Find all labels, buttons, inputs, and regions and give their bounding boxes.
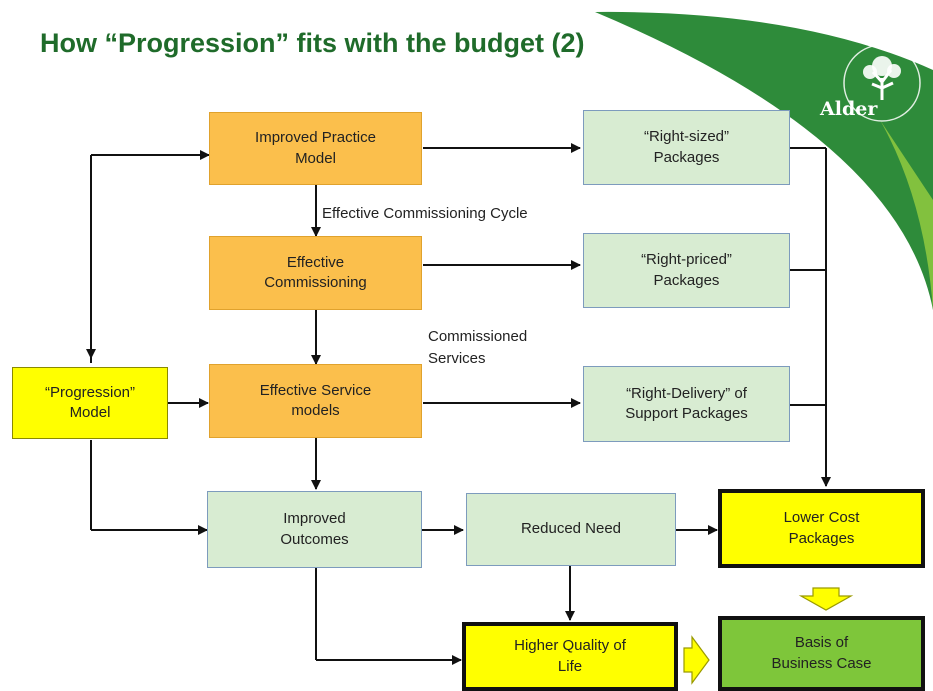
improved-practice-model-box: Improved Practice Model (209, 112, 422, 185)
right-block-arrow (683, 635, 710, 685)
effective-service-models-box: Effective Service models (209, 364, 422, 438)
improved-outcomes-box: Improved Outcomes (207, 491, 422, 568)
right-priced-packages-box: “Right-priced” Packages (583, 233, 790, 308)
reduced-need-box: Reduced Need (466, 493, 676, 566)
right-delivery-box: “Right-Delivery” of Support Packages (583, 366, 790, 442)
lower-cost-packages-box: Lower Cost Packages (718, 489, 925, 568)
green-banner-light (880, 120, 933, 310)
commissioned-services-label: Commissioned Services (428, 328, 528, 367)
basis-of-business-case-box: Basis of Business Case (718, 616, 925, 691)
down-block-arrow (798, 587, 854, 611)
higher-quality-of-life-box: Higher Quality of Life (462, 622, 678, 691)
page-title: How “Progression” fits with the budget (… (40, 28, 585, 58)
progression-model-box: “Progression” Model (12, 367, 168, 439)
alder-logo (843, 44, 921, 122)
right-sized-packages-box: “Right-sized” Packages (583, 110, 790, 185)
commissioning-cycle-label: Effective Commissioning Cycle (322, 205, 528, 222)
green-banner (595, 11, 933, 310)
effective-commissioning-box: Effective Commissioning (209, 236, 422, 310)
logo-text: Alder (820, 98, 878, 120)
